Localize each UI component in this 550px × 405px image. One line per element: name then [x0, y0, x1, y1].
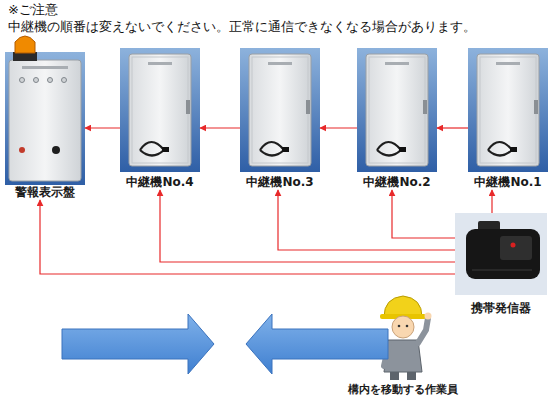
signal-arrow	[392, 190, 455, 238]
device-label: 携帯発信器	[445, 300, 550, 316]
device-node: 中継機No.1	[468, 48, 548, 190]
device-node: 中継機No.3	[240, 48, 320, 190]
panel-plate	[22, 66, 68, 69]
device-node: 中継機No.2	[357, 48, 437, 190]
device-node: 中継機No.4	[120, 48, 200, 190]
relay-photo	[468, 48, 548, 172]
beacon-light	[15, 36, 35, 53]
note-text: ※ご注意	[8, 2, 58, 18]
panel-body	[9, 60, 81, 181]
relay-photo	[240, 48, 320, 172]
relay-photo	[120, 48, 200, 172]
photo-background	[5, 52, 85, 185]
signal-arrow	[491, 190, 492, 213]
eye	[406, 325, 409, 328]
signal-arrow	[85, 127, 120, 128]
raised-arm	[418, 318, 428, 343]
device-face	[500, 236, 532, 260]
eye	[398, 325, 401, 328]
signal-arrow	[40, 200, 455, 274]
leg	[407, 372, 416, 380]
helmet	[384, 296, 422, 317]
lamp	[20, 78, 25, 83]
lamp	[48, 78, 53, 83]
lamp	[62, 78, 67, 83]
device-label: 中継機No.2	[347, 174, 447, 190]
signal-arrow	[437, 127, 468, 128]
button	[52, 146, 60, 154]
lamp	[34, 78, 39, 83]
holster-seam	[472, 270, 532, 271]
leg	[390, 372, 399, 380]
face	[392, 316, 414, 338]
device-label: 中継機No.3	[230, 174, 330, 190]
device-label: 警報表示盤	[0, 184, 95, 200]
holster	[466, 229, 540, 279]
device-label: 構内を移動する作業員	[340, 382, 466, 398]
movement-arrow	[246, 314, 388, 374]
relay-photo	[357, 48, 437, 172]
photo-background	[455, 213, 547, 295]
hand	[425, 313, 432, 320]
signal-arrow	[320, 127, 357, 128]
device-node: 警報表示盤	[5, 35, 85, 200]
movement-arrow	[62, 314, 214, 374]
signal-arrow	[200, 127, 240, 128]
signal-arrow	[160, 190, 455, 262]
device-label: 中継機No.1	[458, 174, 550, 190]
indicator	[511, 243, 516, 248]
device-node: 構内を移動する作業員	[350, 292, 456, 398]
signal-arrow	[278, 190, 455, 250]
device-label: 中継機No.4	[110, 174, 210, 190]
transmitter-photo	[455, 213, 547, 295]
button	[19, 147, 25, 153]
alarm-panel-photo	[5, 36, 85, 185]
device-node: 携帯発信器	[455, 213, 547, 316]
note-text: 中継機の順番は変えないでください。正常に通信できなくなる場合があります。	[8, 19, 476, 35]
